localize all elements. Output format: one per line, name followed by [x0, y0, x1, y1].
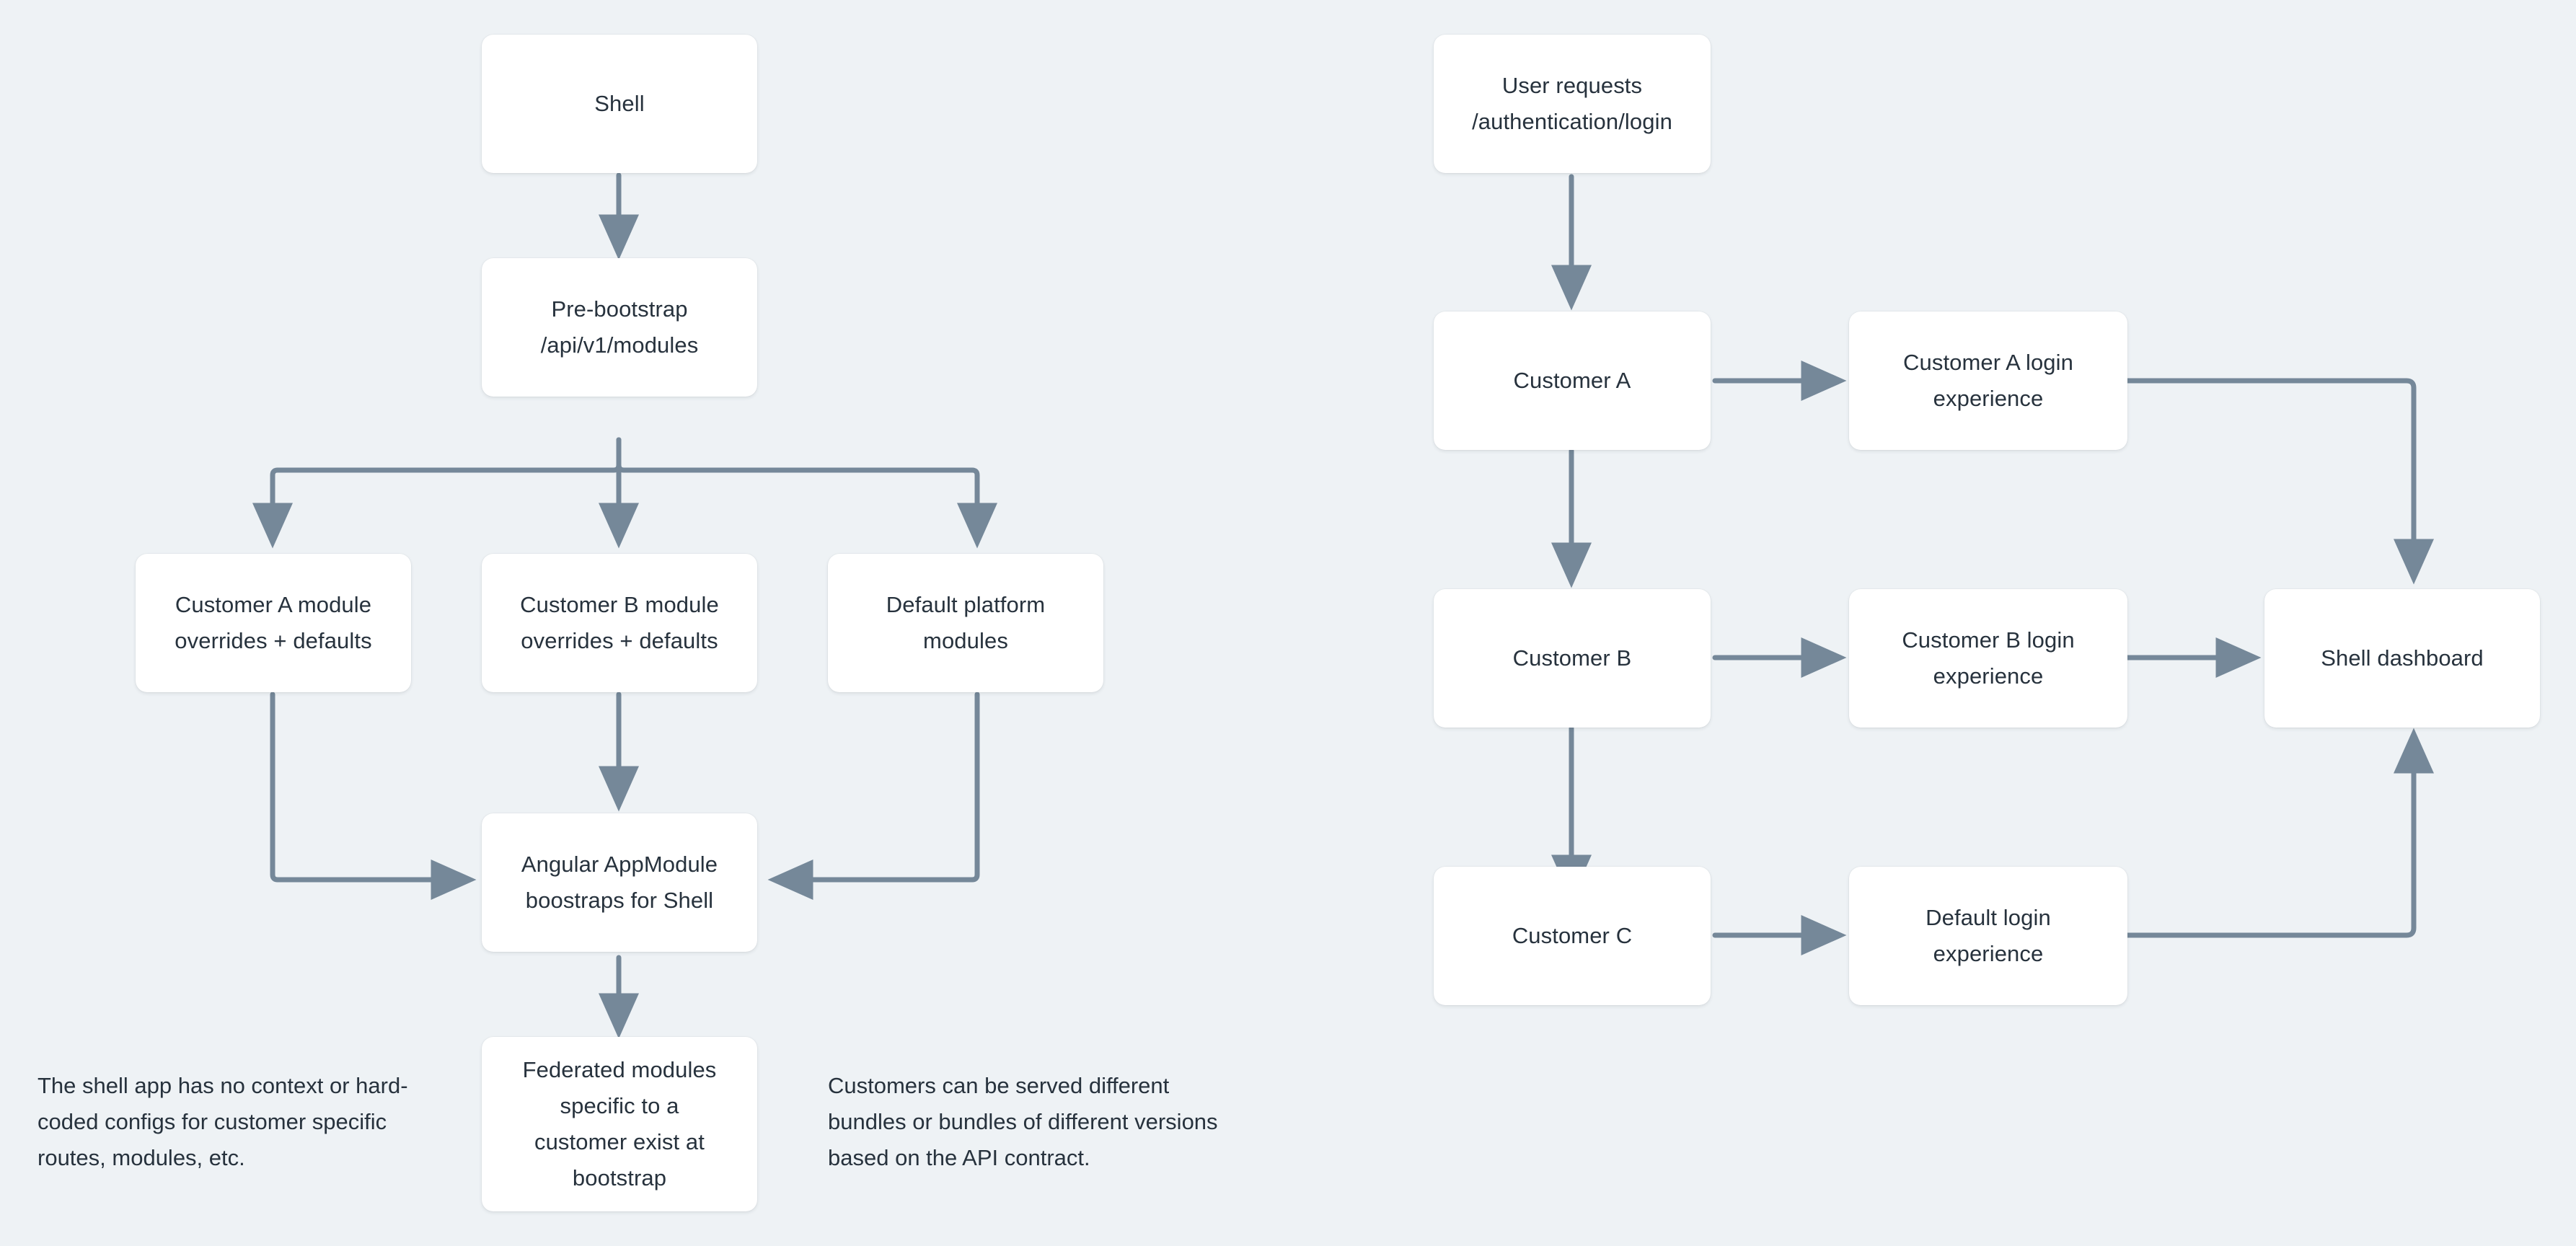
edge-default-login-to-dashboard	[2125, 728, 2434, 938]
node-pre-bootstrap[interactable]: Pre-bootstrap /api/v1/modules	[482, 258, 757, 397]
node-customer-b-modules[interactable]: Customer B module overrides + defaults	[482, 554, 757, 692]
node-user-requests-label: User requests /authentication/login	[1472, 73, 1672, 134]
node-customer-b-login[interactable]: Customer B login experience	[1849, 589, 2127, 728]
node-default-login-label: Default login experience	[1926, 905, 2051, 966]
node-customer-a[interactable]: Customer A	[1434, 312, 1711, 450]
edge-customer-a-to-appmodule	[270, 692, 477, 900]
node-customer-b-modules-label: Customer B module overrides + defaults	[520, 592, 719, 653]
node-pre-bootstrap-label: Pre-bootstrap /api/v1/modules	[540, 296, 699, 358]
note-left: The shell app has no context or hard- co…	[38, 1073, 408, 1170]
node-default-login[interactable]: Default login experience	[1849, 867, 2127, 1005]
node-shell-label: Shell	[594, 91, 645, 116]
node-angular-appmodule[interactable]: Angular AppModule boostraps for Shell	[482, 813, 757, 952]
node-customer-a-login-label: Customer A login experience	[1903, 350, 2073, 411]
node-default-platform-modules-label: Default platform modules	[886, 592, 1046, 653]
node-federated-modules[interactable]: Federated modules specific to a customer…	[482, 1037, 757, 1211]
node-customer-a-modules-label: Customer A module overrides + defaults	[175, 592, 372, 653]
node-customer-a-modules[interactable]: Customer A module overrides + defaults	[136, 554, 411, 692]
edge-prebootstrap-to-customer-a	[252, 437, 622, 549]
note-right: Customers can be served different bundle…	[828, 1073, 1218, 1170]
node-shell-dashboard[interactable]: Shell dashboard	[2264, 589, 2540, 728]
node-customer-c[interactable]: Customer C	[1434, 867, 1711, 1005]
node-customer-c-label: Customer C	[1512, 923, 1633, 948]
node-user-requests[interactable]: User requests /authentication/login	[1434, 35, 1711, 173]
node-shell-dashboard-label: Shell dashboard	[2321, 645, 2484, 671]
edge-default-to-appmodule	[767, 692, 980, 900]
node-customer-b[interactable]: Customer B	[1434, 589, 1711, 728]
node-customer-a-label: Customer A	[1513, 368, 1631, 393]
node-default-platform-modules[interactable]: Default platform modules	[828, 554, 1103, 692]
node-shell[interactable]: Shell	[482, 35, 757, 173]
node-federated-modules-label: Federated modules specific to a customer…	[522, 1057, 717, 1190]
node-customer-a-login[interactable]: Customer A login experience	[1849, 312, 2127, 450]
node-customer-b-label: Customer B	[1512, 645, 1632, 671]
edge-prebootstrap-to-default	[616, 437, 997, 549]
node-customer-b-login-label: Customer B login experience	[1902, 627, 2075, 689]
edge-login-a-to-dashboard	[2125, 378, 2434, 585]
node-angular-appmodule-label: Angular AppModule boostraps for Shell	[521, 852, 718, 913]
